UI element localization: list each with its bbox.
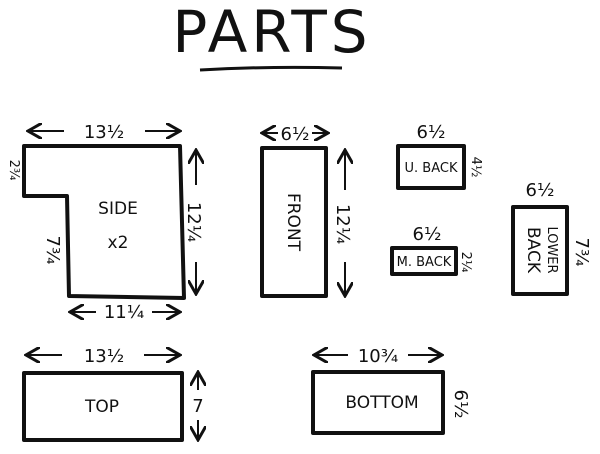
side-qty: x2 xyxy=(108,233,129,253)
bottom-width-dim: 10¾ xyxy=(358,346,398,367)
top-height-dim: 7 xyxy=(192,396,203,417)
middle-back-outline xyxy=(390,246,458,276)
middle-back-height-dim: 2¼ xyxy=(458,252,473,273)
bottom-label: BOTTOM xyxy=(345,393,418,413)
side-left-upper-dim: 2¾ xyxy=(6,160,21,181)
page-title: PARTS xyxy=(172,0,371,66)
upper-back-label: U. BACK xyxy=(405,161,458,176)
bottom-height-dim: 6½ xyxy=(450,390,471,419)
part-side: 13½ 2¾ 7¾ 12¼ 11¼ SIDE x2 xyxy=(6,122,204,323)
side-label: SIDE xyxy=(98,199,138,219)
lower-back-outline xyxy=(511,205,569,296)
top-width-dim: 13½ xyxy=(84,346,124,367)
side-outline xyxy=(22,144,186,300)
part-middle-back: 6½ M. BACK 2¼ xyxy=(390,224,473,276)
part-top: 13½ TOP 7 xyxy=(22,346,204,442)
side-left-lower-dim: 7¾ xyxy=(42,236,63,265)
side-bottom-dim: 11¼ xyxy=(104,302,144,323)
part-upper-back: 6½ U. BACK 4½ xyxy=(396,122,483,190)
lower-back-height-dim: 7¾ xyxy=(571,238,592,267)
upper-back-width-dim: 6½ xyxy=(417,122,446,143)
middle-back-width-dim: 6½ xyxy=(413,224,442,245)
bottom-outline xyxy=(311,370,445,435)
front-width-dim: 6½ xyxy=(281,124,310,145)
title-underline xyxy=(199,65,343,72)
part-lower-back: 6½ LOWER BACK 7¾ xyxy=(511,180,592,296)
front-label: FRONT xyxy=(283,193,303,252)
upper-back-outline xyxy=(396,144,466,190)
front-outline xyxy=(260,146,328,298)
top-label: TOP xyxy=(84,397,119,417)
top-outline xyxy=(22,371,184,442)
upper-back-height-dim: 4½ xyxy=(468,157,483,178)
part-bottom: 10¾ BOTTOM 6½ xyxy=(311,346,471,435)
middle-back-label: M. BACK xyxy=(397,255,452,270)
lower-back-label-line1: LOWER xyxy=(544,226,559,273)
lower-back-width-dim: 6½ xyxy=(526,180,555,201)
side-right-dim: 12¼ xyxy=(183,202,204,242)
side-top-dim: 13½ xyxy=(84,122,124,143)
lower-back-label-line2: BACK xyxy=(523,227,543,274)
part-front: 6½ FRONT 12¼ xyxy=(260,124,353,298)
front-height-dim: 12¼ xyxy=(332,204,353,244)
